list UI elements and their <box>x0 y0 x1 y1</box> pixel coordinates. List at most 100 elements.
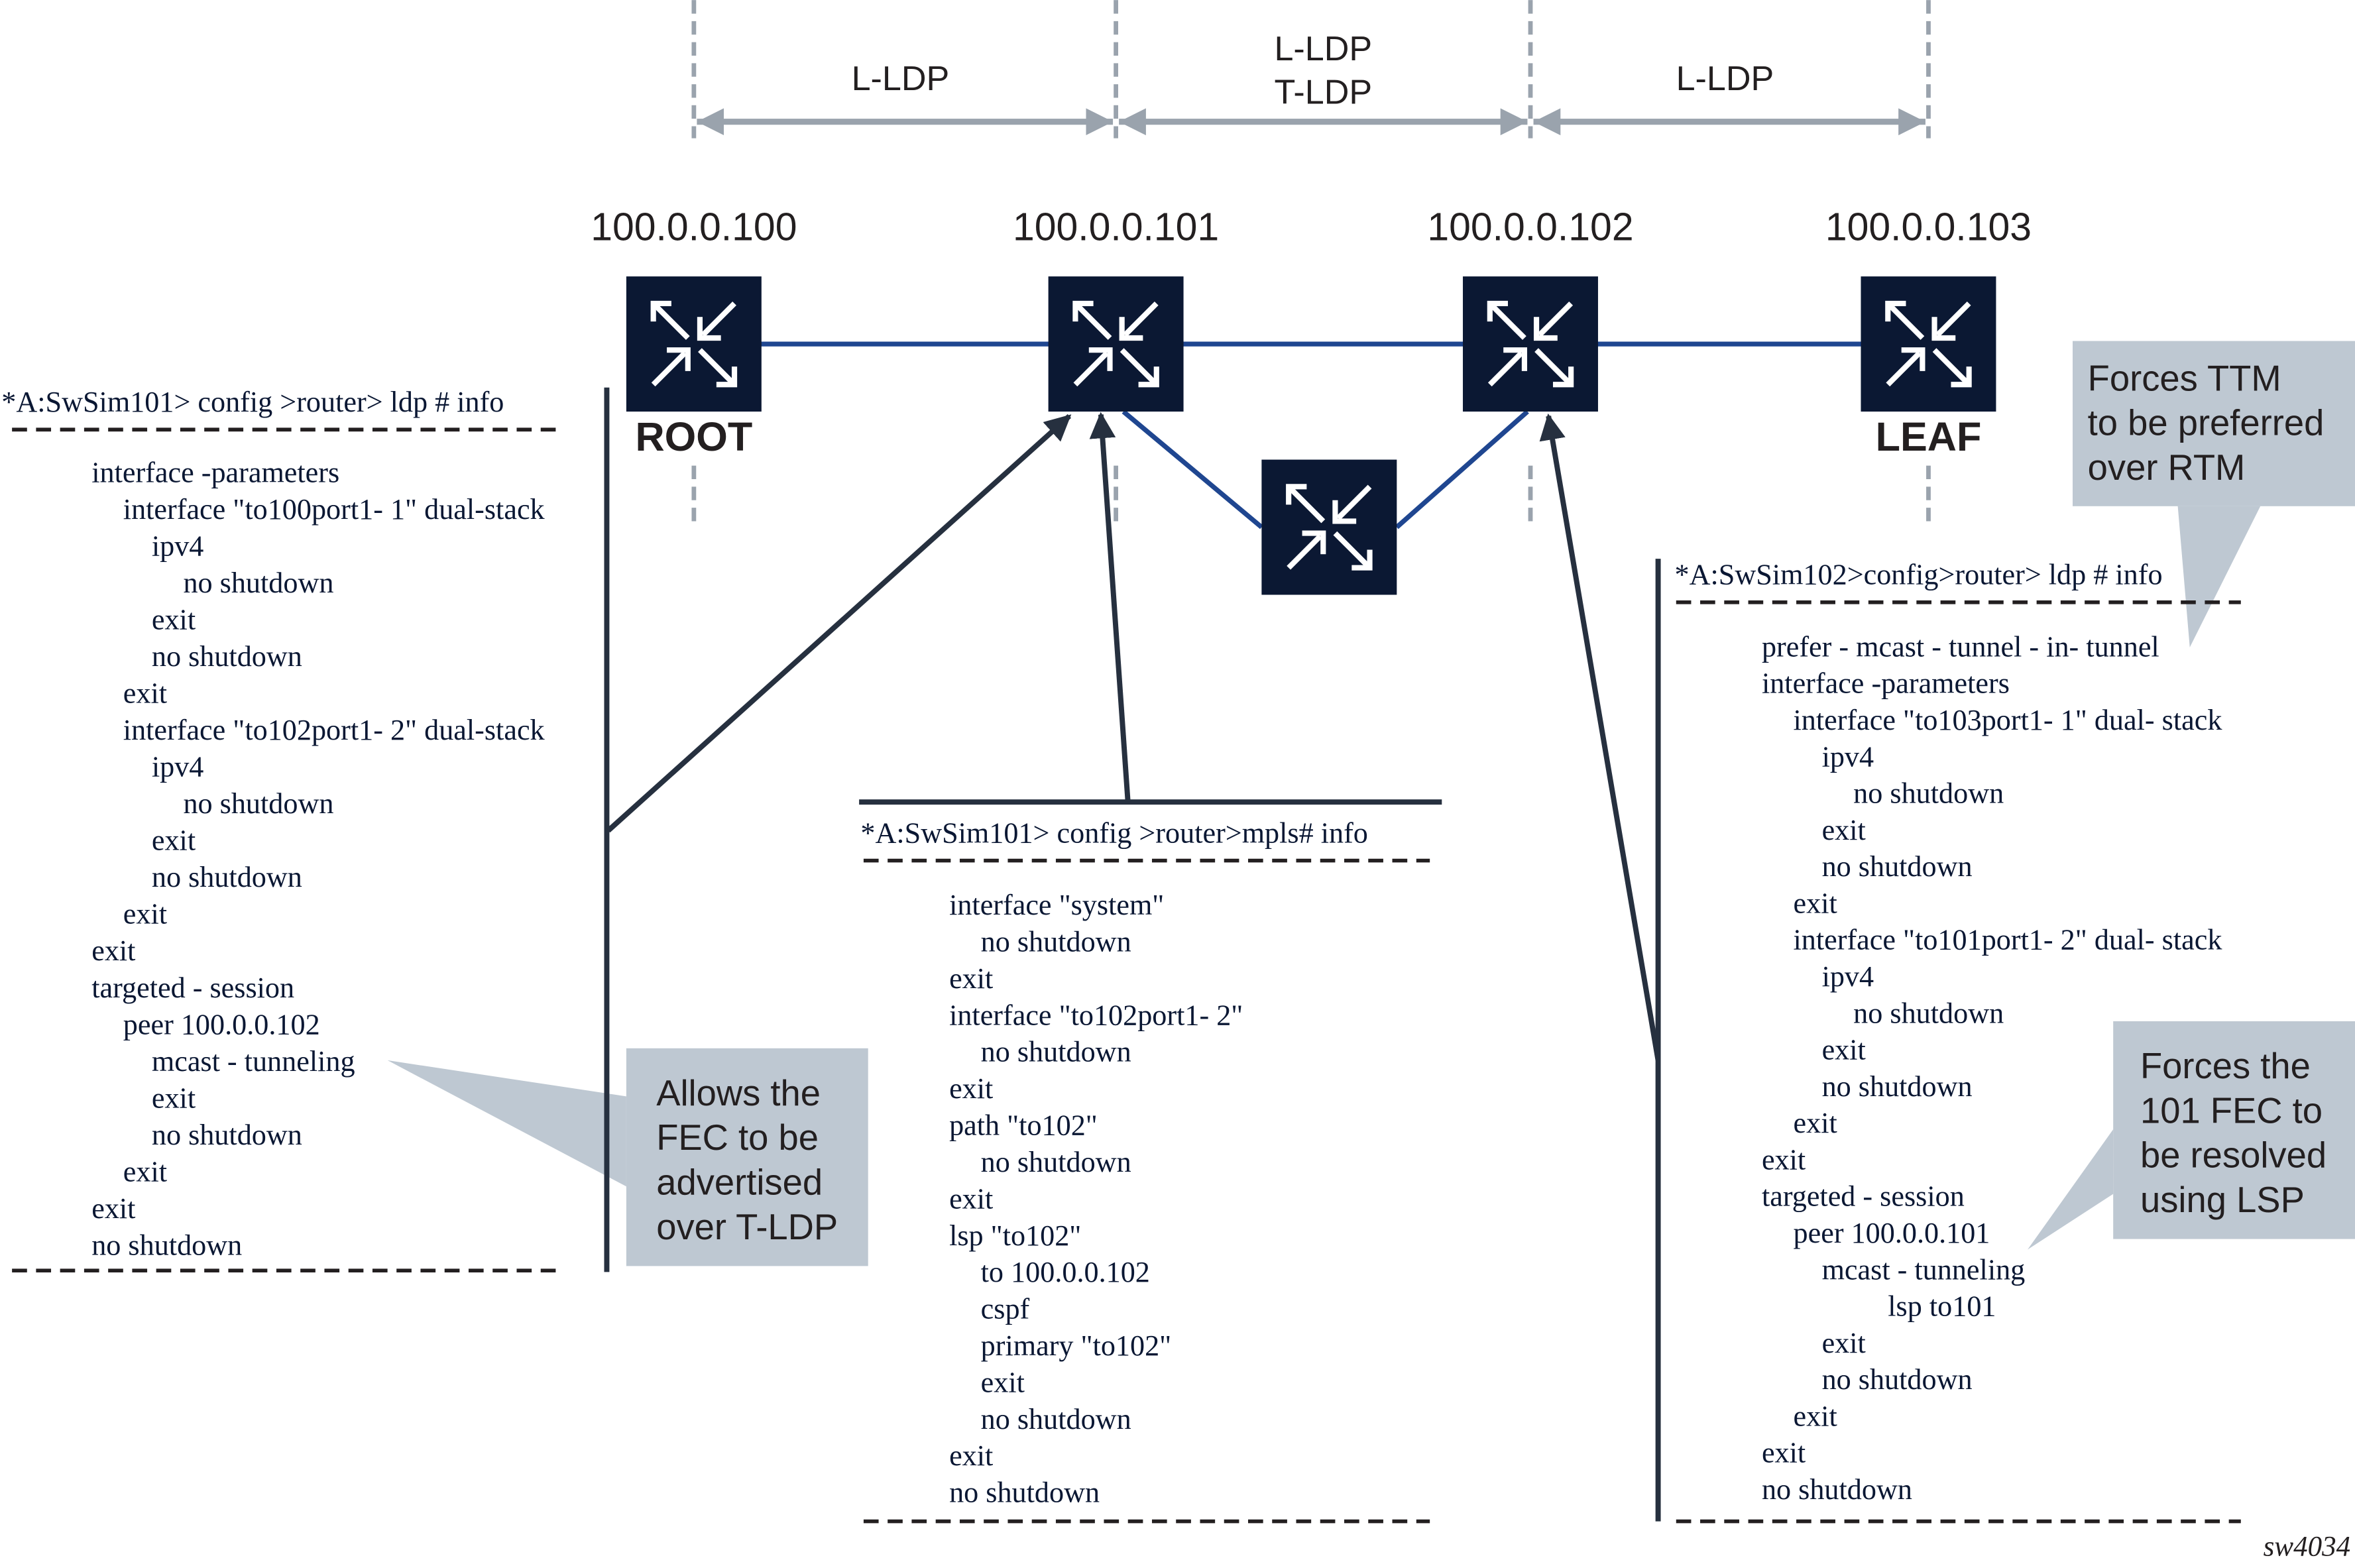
router-box <box>1261 459 1397 595</box>
figure-id: sw4034 <box>2264 1532 2351 1563</box>
cli-line: exit <box>123 898 168 930</box>
cli-line: exit <box>91 934 136 967</box>
span-label: L-LDP <box>852 60 950 98</box>
cli-line: interface "system" <box>949 889 1164 921</box>
node-ip-label: 100.0.0.100 <box>591 206 797 249</box>
cli-line: ipv4 <box>152 751 204 783</box>
cli-line: targeted - session <box>1762 1180 1965 1213</box>
link-n101-nmid <box>1121 410 1263 530</box>
callout-text: Forces TTM <box>2088 358 2281 398</box>
cli-line: no shutdown <box>1822 850 1973 883</box>
router-box <box>1048 276 1184 412</box>
router-box <box>1861 276 1996 412</box>
node-role-label: ROOT <box>636 414 753 459</box>
cli-line: exit <box>1762 1143 1806 1176</box>
cli-line: exit <box>152 824 196 857</box>
cli-line: no shutdown <box>152 1119 302 1151</box>
cli-line: no shutdown <box>1762 1473 1912 1506</box>
router-node-n101[interactable]: 100.0.0.101 <box>1013 206 1219 412</box>
cli-line: exit <box>1762 1437 1806 1469</box>
cli-line: no shutdown <box>183 787 333 820</box>
node-ip-label: 100.0.0.101 <box>1013 206 1219 249</box>
callout-box <box>626 1048 868 1266</box>
callout-text: to be preferred <box>2088 403 2325 443</box>
node-ip-label: 100.0.0.102 <box>1427 206 1633 249</box>
cli-line: interface "to103port1- 1" dual- stack <box>1794 704 2223 736</box>
cli-line: mcast - tunneling <box>1822 1253 2026 1286</box>
cli-line: exit <box>1822 1327 1867 1359</box>
callout-text: advertised <box>656 1162 823 1203</box>
cli-line: ipv4 <box>1822 740 1874 773</box>
pointer-arrow-ldp102 <box>1539 413 1661 1061</box>
callout-text: Allows the <box>656 1073 821 1113</box>
cli-line: exit <box>1822 1034 1867 1066</box>
cli-prompt: *A:SwSim102>config>router> ldp # info <box>1675 559 2163 591</box>
link-nmid-n102 <box>1395 410 1529 530</box>
cli-line: no shutdown <box>91 1229 242 1261</box>
cli-block-mpls101: *A:SwSim101> config >router>mpls# infoin… <box>859 799 1442 1524</box>
cli-line: no shutdown <box>949 1477 1100 1509</box>
cli-line: no shutdown <box>1853 997 2004 1029</box>
span-label: L-LDP <box>1274 30 1372 68</box>
cli-line: primary "to102" <box>981 1329 1172 1362</box>
cli-line: exit <box>1822 814 1867 846</box>
cli-line: no shutdown <box>183 567 333 599</box>
callout-text: be resolved <box>2140 1135 2326 1176</box>
cli-line: prefer - mcast - tunnel - in- tunnel <box>1762 630 2159 663</box>
span-label: L-LDP <box>1676 60 1774 98</box>
pointer-arrow-mpls101 <box>1089 412 1131 803</box>
cli-line: to 100.0.0.102 <box>981 1256 1150 1288</box>
callout-text: FEC to be <box>656 1117 819 1158</box>
callout-box <box>2073 341 2355 506</box>
cli-line: interface "to100port1- 1" dual-stack <box>123 493 546 526</box>
callout-text: Forces the <box>2140 1046 2311 1086</box>
cli-line: exit <box>981 1366 1025 1398</box>
cli-line: peer 100.0.0.101 <box>1794 1217 1990 1249</box>
cli-line: lsp to101 <box>1888 1290 1996 1323</box>
callout-pointer <box>2028 1129 2114 1250</box>
callout-box <box>2113 1021 2355 1239</box>
cli-line: exit <box>1794 887 1838 919</box>
cli-line: exit <box>949 1439 994 1472</box>
callout-pointer <box>387 1060 626 1187</box>
cli-line: exit <box>949 1182 994 1215</box>
callout-text: over T-LDP <box>656 1207 838 1247</box>
node-role-label: LEAF <box>1876 414 1982 459</box>
cli-line: exit <box>1794 1107 1838 1139</box>
callout-text: over RTM <box>2088 447 2246 488</box>
cli-line: interface "to102port1- 2" <box>949 999 1243 1031</box>
cli-line: no shutdown <box>1853 777 2004 810</box>
span-n102-n103: L-LDP <box>1533 60 1925 136</box>
cli-line: exit <box>152 1082 196 1114</box>
cli-line: no shutdown <box>981 1036 1131 1068</box>
cli-line: exit <box>949 1072 994 1105</box>
cli-line: exit <box>1794 1400 1838 1432</box>
callout-pointer <box>2177 506 2261 647</box>
cli-line: exit <box>91 1192 136 1225</box>
cli-line: interface "to101port1- 2" dual- stack <box>1794 924 2223 956</box>
cli-line: interface "to102port1- 2" dual-stack <box>123 714 546 746</box>
cli-block-ldp101: *A:SwSim101> config >router> ldp # info i… <box>1 386 610 1272</box>
cli-line: interface -parameters <box>1762 667 2010 700</box>
router-node-nmid[interactable] <box>1261 459 1397 595</box>
cli-line: peer 100.0.0.102 <box>123 1008 320 1040</box>
cli-line: path "to102" <box>949 1109 1098 1142</box>
cli-line: exit <box>123 1155 168 1188</box>
cli-line: targeted - session <box>91 972 294 1004</box>
cli-prompt: *A:SwSim101> config >router> ldp # info <box>1 386 504 418</box>
cli-line: no shutdown <box>1822 1363 1973 1396</box>
cli-line: lsp "to102" <box>949 1219 1081 1252</box>
cli-blocks: *A:SwSim101> config >router> ldp # info i… <box>1 386 2241 1524</box>
cli-line: interface -parameters <box>91 457 339 489</box>
router-box <box>626 276 762 412</box>
router-node-n102[interactable]: 100.0.0.102 <box>1427 206 1634 412</box>
